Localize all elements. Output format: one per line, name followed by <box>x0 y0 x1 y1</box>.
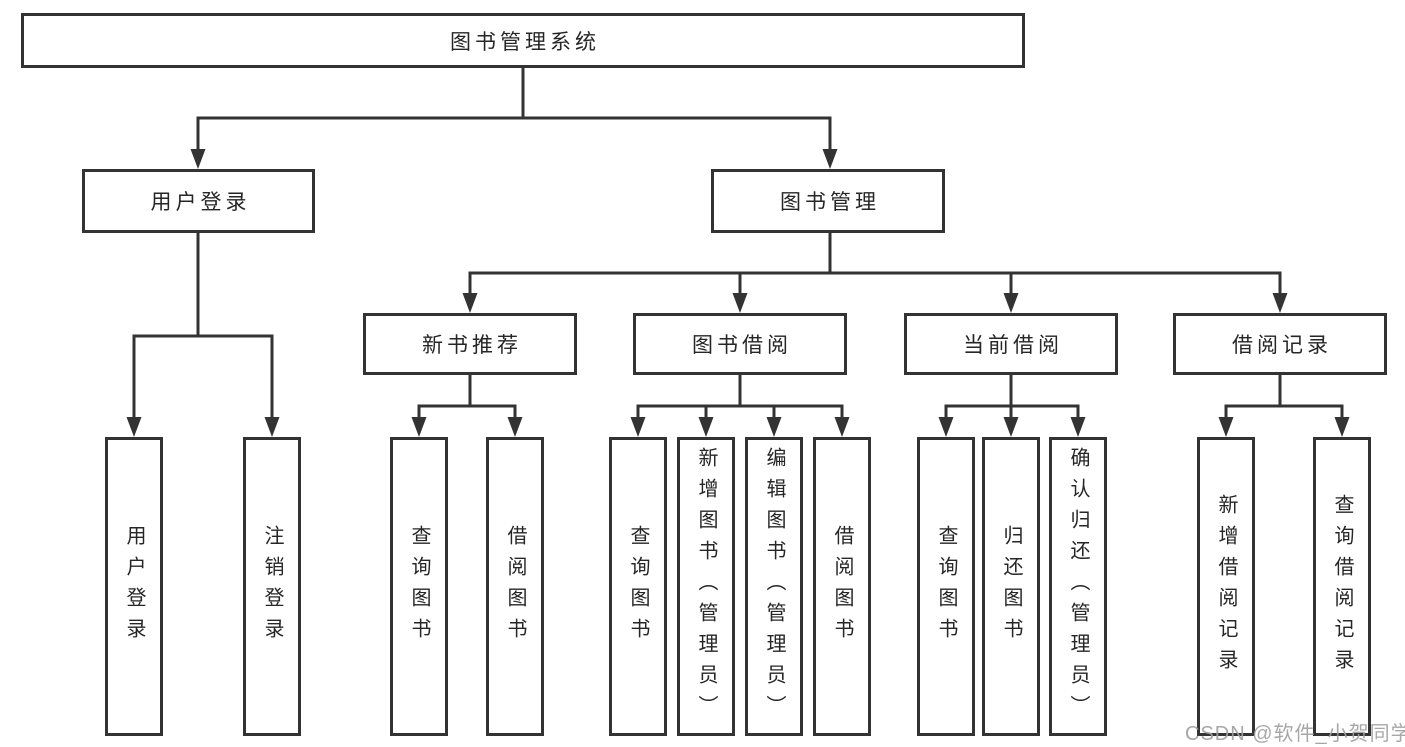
leaf-label: 编辑图书（管理员） <box>763 447 785 726</box>
node-label: 图书管理系统 <box>450 30 600 54</box>
node-label: 新书推荐 <box>422 334 522 357</box>
leaf-label: 注销登录 <box>261 524 283 649</box>
leaf-logout: 注销登录 <box>243 437 301 736</box>
leaf-add-borrow-record: 新增借阅记录 <box>1197 437 1255 736</box>
leaf-confirm-return-admin: 确认归还（管理员） <box>1049 437 1107 736</box>
csdn-watermark: CSDN @软件_小贺同学 <box>1185 723 1405 745</box>
node-label: 借阅记录 <box>1232 334 1332 357</box>
node-label: 图书借阅 <box>692 334 792 357</box>
node-borrowing-records: 借阅记录 <box>1173 313 1387 375</box>
leaf-label: 查询图书 <box>408 524 430 649</box>
leaf-query-books-current: 查询图书 <box>917 437 975 736</box>
leaf-label: 新增图书（管理员） <box>695 447 717 726</box>
node-label: 用户登录 <box>150 191 251 214</box>
leaf-label: 确认归还（管理员） <box>1067 447 1089 726</box>
leaf-borrow-books: 借阅图书 <box>813 437 871 736</box>
node-new-book-recommend: 新书推荐 <box>363 313 577 375</box>
leaf-label: 新增借阅记录 <box>1215 493 1237 680</box>
leaf-add-books-admin: 新增图书（管理员） <box>677 437 735 736</box>
leaf-label: 借阅图书 <box>504 524 526 649</box>
leaf-return-books: 归还图书 <box>982 437 1040 736</box>
node-library-management-system: 图书管理系统 <box>21 13 1025 68</box>
arrowheads <box>126 149 1350 437</box>
node-label: 当前借阅 <box>963 334 1063 357</box>
leaf-label: 借阅图书 <box>831 524 853 649</box>
leaf-query-books-borrowing: 查询图书 <box>609 437 667 736</box>
node-label: 图书管理 <box>780 191 880 214</box>
leaf-label: 查询图书 <box>627 524 649 649</box>
leaf-borrow-books-recommend: 借阅图书 <box>486 437 544 736</box>
leaf-label: 归还图书 <box>1000 524 1022 649</box>
leaf-label: 查询图书 <box>935 524 957 649</box>
node-current-borrowing: 当前借阅 <box>904 313 1118 375</box>
leaf-edit-books-admin: 编辑图书（管理员） <box>745 437 803 736</box>
leaf-query-books-recommend: 查询图书 <box>390 437 448 736</box>
node-user-login: 用户登录 <box>82 169 315 233</box>
node-book-management: 图书管理 <box>711 169 945 233</box>
leaf-query-borrow-record: 查询借阅记录 <box>1313 437 1371 736</box>
leaf-label: 查询借阅记录 <box>1331 493 1353 680</box>
leaf-label: 用户登录 <box>123 524 145 649</box>
leaf-user-login: 用户登录 <box>105 437 163 736</box>
node-book-borrowing: 图书借阅 <box>633 313 847 375</box>
